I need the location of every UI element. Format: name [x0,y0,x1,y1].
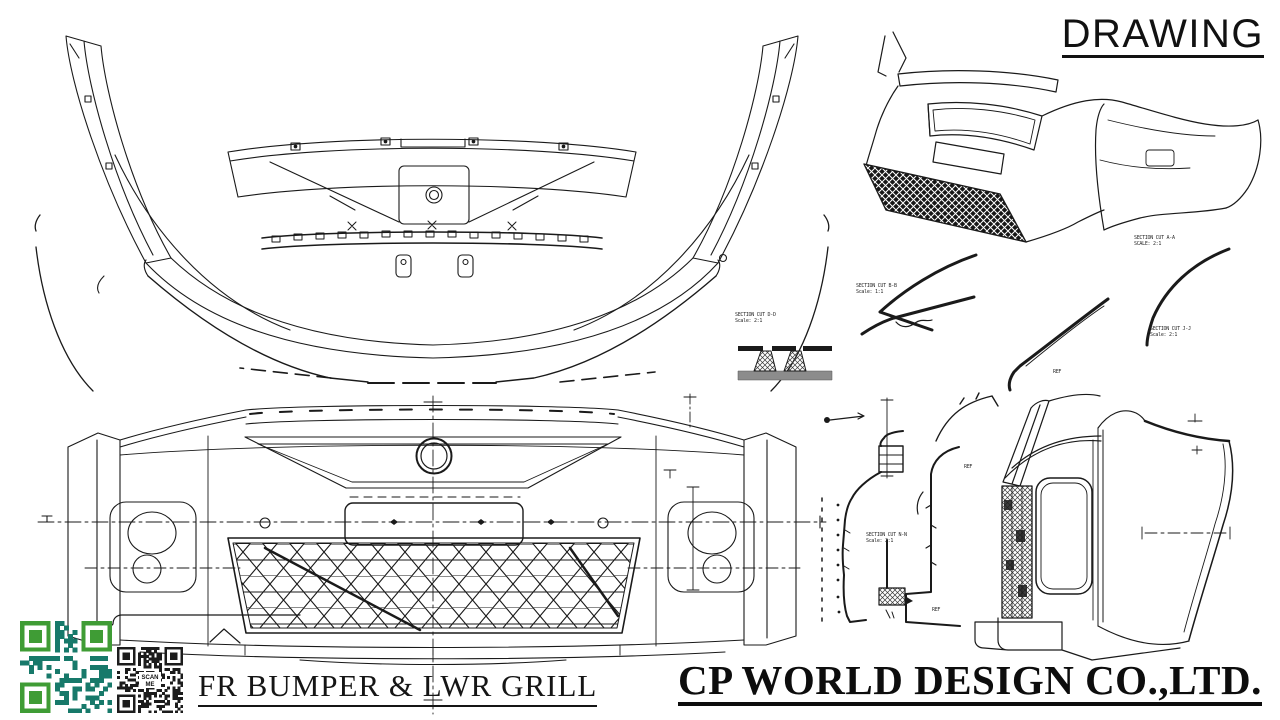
qr-pattern [20,621,112,713]
section-annotation: REF [964,464,973,470]
section-detail [737,346,833,381]
scan-me-label: SCAN [141,675,158,681]
front-view [37,393,827,715]
scan-me-label: ME [146,682,155,688]
page-title: DRAWING [1061,12,1264,58]
perspective-view [863,31,1262,243]
section-curves [821,247,1231,625]
part-title: FR BUMPER & LWR GRILL [198,669,598,707]
section-annotation: REF [1053,369,1062,375]
company-name: CP WORLD DESIGN CO.,LTD. [678,658,1262,707]
side-profile-sections [836,430,961,627]
top-view-wireframe [34,35,830,392]
section-annotation: REF [932,607,941,613]
side-view [974,393,1234,661]
